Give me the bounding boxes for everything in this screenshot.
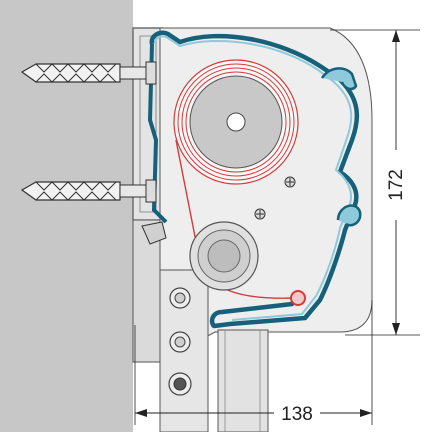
front-pin xyxy=(290,290,306,306)
profile-rib xyxy=(147,43,168,224)
wall-anchor-top xyxy=(20,61,157,85)
width-label: 138 xyxy=(281,404,313,425)
front-catch xyxy=(336,204,362,227)
width-dimension xyxy=(134,300,373,425)
height-label: 172 xyxy=(386,169,407,201)
bracket-lock xyxy=(141,221,167,245)
cassette-profile-inner xyxy=(153,35,353,321)
screw-2 xyxy=(254,208,266,220)
guide-roller xyxy=(189,221,259,291)
height-dimension xyxy=(330,29,420,336)
cassette-profile xyxy=(149,30,360,329)
bolt-head-3 xyxy=(168,372,192,396)
bolt-head-2 xyxy=(169,331,191,353)
fabric-roll xyxy=(173,59,299,185)
screw-1 xyxy=(284,176,296,188)
wall-anchor-bottom xyxy=(20,179,157,203)
bolt-head-1 xyxy=(169,287,191,309)
top-clip xyxy=(320,67,358,91)
